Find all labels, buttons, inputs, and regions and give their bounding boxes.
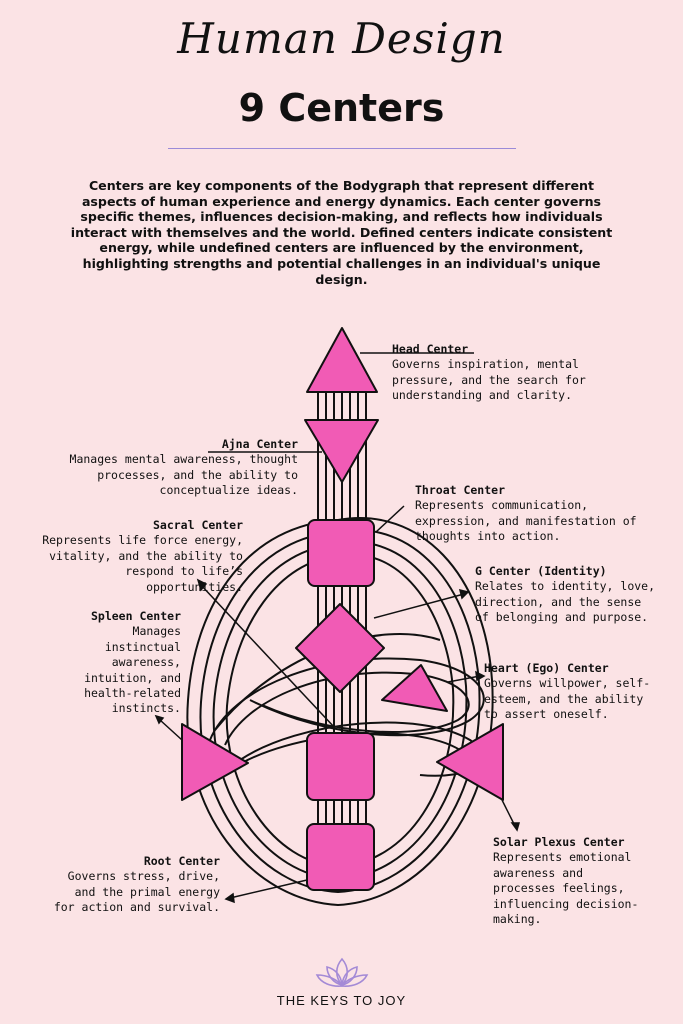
head-center-shape [306,327,378,393]
head-center-name: Head Center [392,342,469,356]
ajna-center-name: Ajna Center [221,437,298,451]
sacral-center-label: Sacral Center Represents life force ener… [40,518,243,595]
leader-lines [154,352,520,904]
root-center-label: Root Center Governs stress, drive, and t… [48,854,220,916]
throat-center-desc: Represents communication, expression, an… [415,498,637,544]
heart-center-name: Heart (Ego) Center [484,661,609,675]
sacral-center-name: Sacral Center [152,518,243,532]
lotus-icon [315,957,369,987]
spleen-center-shape [181,723,249,801]
title-divider [168,148,516,149]
solar-plexus-center-shape [436,723,504,801]
head-center-desc: Governs inspiration, mental pressure, an… [392,357,586,403]
solar-plexus-center-name: Solar Plexus Center [493,835,625,849]
sacral-center-desc: Represents life force energy, vitality, … [42,533,243,594]
throat-center-label: Throat Center Represents communication, … [415,483,650,545]
ajna-center-desc: Manages mental awareness, thought proces… [69,452,298,498]
page-title: 9 Centers [238,86,445,130]
g-center-desc: Relates to identity, love, direction, an… [475,579,656,625]
heart-center-label: Heart (Ego) Center Governs willpower, se… [484,661,654,723]
sacral-center-shape [306,732,375,801]
g-center-shape [295,603,385,693]
heart-center-shape [381,664,448,712]
root-center-desc: Governs stress, drive, and the primal en… [53,869,220,915]
head-center-label: Head Center Governs inspiration, mental … [392,342,662,404]
ajna-center-shape [304,419,379,483]
g-center-label: G Center (Identity) Relates to identity,… [475,564,655,626]
heart-center-desc: Governs willpower, self-esteem, and the … [484,676,651,722]
script-title: Human Design [177,14,506,63]
solar-plexus-center-label: Solar Plexus Center Represents emotional… [493,835,643,927]
intro-paragraph: Centers are key components of the Bodygr… [70,178,613,287]
root-center-name: Root Center [143,854,220,868]
brand-name: THE KEYS TO JOY [276,993,407,1008]
solar-plexus-center-desc: Represents emotional awareness and proce… [493,850,639,927]
spleen-center-desc: Manages instinctual awareness, intuition… [84,624,181,716]
throat-center-name: Throat Center [415,483,506,497]
spleen-center-name: Spleen Center [90,609,181,623]
g-center-name: G Center (Identity) [475,564,607,578]
spleen-center-label: Spleen Center Manages instinctual awaren… [68,609,181,717]
root-center-shape [306,823,375,891]
throat-center-shape [307,519,375,587]
ajna-center-label: Ajna Center Manages mental awareness, th… [66,437,298,499]
